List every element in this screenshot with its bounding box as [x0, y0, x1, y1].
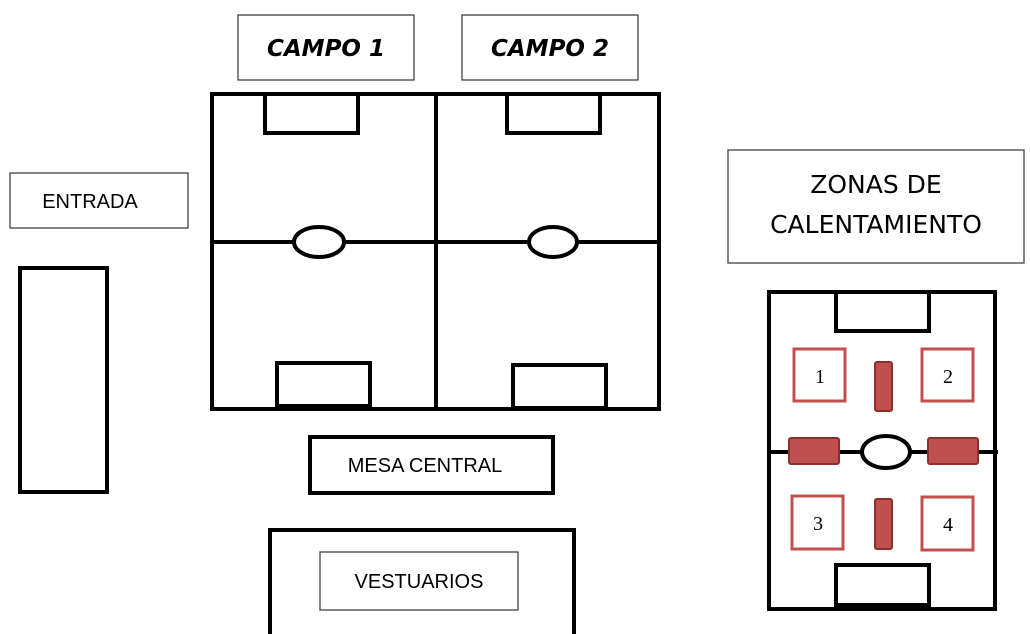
station-1: 1 — [792, 347, 847, 403]
station-3: 3 — [790, 494, 845, 551]
vestuarios-building — [268, 528, 576, 634]
station-4-number: 4 — [943, 514, 953, 536]
zonas-title-line-1: ZONAS DE — [810, 170, 941, 199]
campo-1-center-circle — [292, 225, 346, 259]
station-2: 2 — [920, 347, 975, 403]
marker-block-right — [927, 437, 979, 465]
marker-block-left — [788, 437, 840, 465]
station-3-number: 3 — [813, 513, 823, 535]
station-2-number: 2 — [943, 366, 953, 388]
entrada-area: ENTRADA — [9, 172, 189, 494]
marker-block-bottom — [874, 498, 893, 550]
main-fields — [210, 92, 661, 411]
zonas-title-line-2: CALENTAMIENTO — [770, 210, 982, 239]
warmup-field: 1 2 3 4 — [767, 290, 998, 611]
campo-2-center-circle — [527, 225, 579, 259]
warmup-bottom-goal-area — [834, 563, 931, 607]
mesa-central-label: MESA CENTRAL — [348, 455, 502, 477]
marker-block-top — [874, 361, 893, 412]
campo-2-top-goal-area — [505, 92, 602, 135]
zonas-title: ZONAS DE CALENTAMIENTO — [727, 149, 1025, 264]
entrada-label: ENTRADA — [42, 191, 138, 213]
campo-2-title: CAMPO 2 — [461, 14, 639, 81]
vestuarios-label: VESTUARIOS — [355, 571, 484, 593]
entrada-block — [18, 266, 109, 494]
campo-1-label: CAMPO 1 — [267, 36, 385, 62]
warmup-center-circle — [860, 434, 912, 470]
station-1-number: 1 — [815, 366, 825, 388]
station-4: 4 — [920, 495, 975, 552]
campo-1-bottom-goal-area — [275, 361, 372, 408]
campo-1-top-goal-area — [263, 92, 360, 135]
warmup-top-goal-area — [834, 290, 931, 333]
campo-1-title: CAMPO 1 — [237, 14, 415, 81]
campo-2-bottom-goal-area — [511, 363, 608, 410]
campo-2-label: CAMPO 2 — [491, 36, 609, 62]
vestuarios: VESTUARIOS — [268, 528, 576, 634]
mesa-central: MESA CENTRAL — [308, 435, 555, 495]
